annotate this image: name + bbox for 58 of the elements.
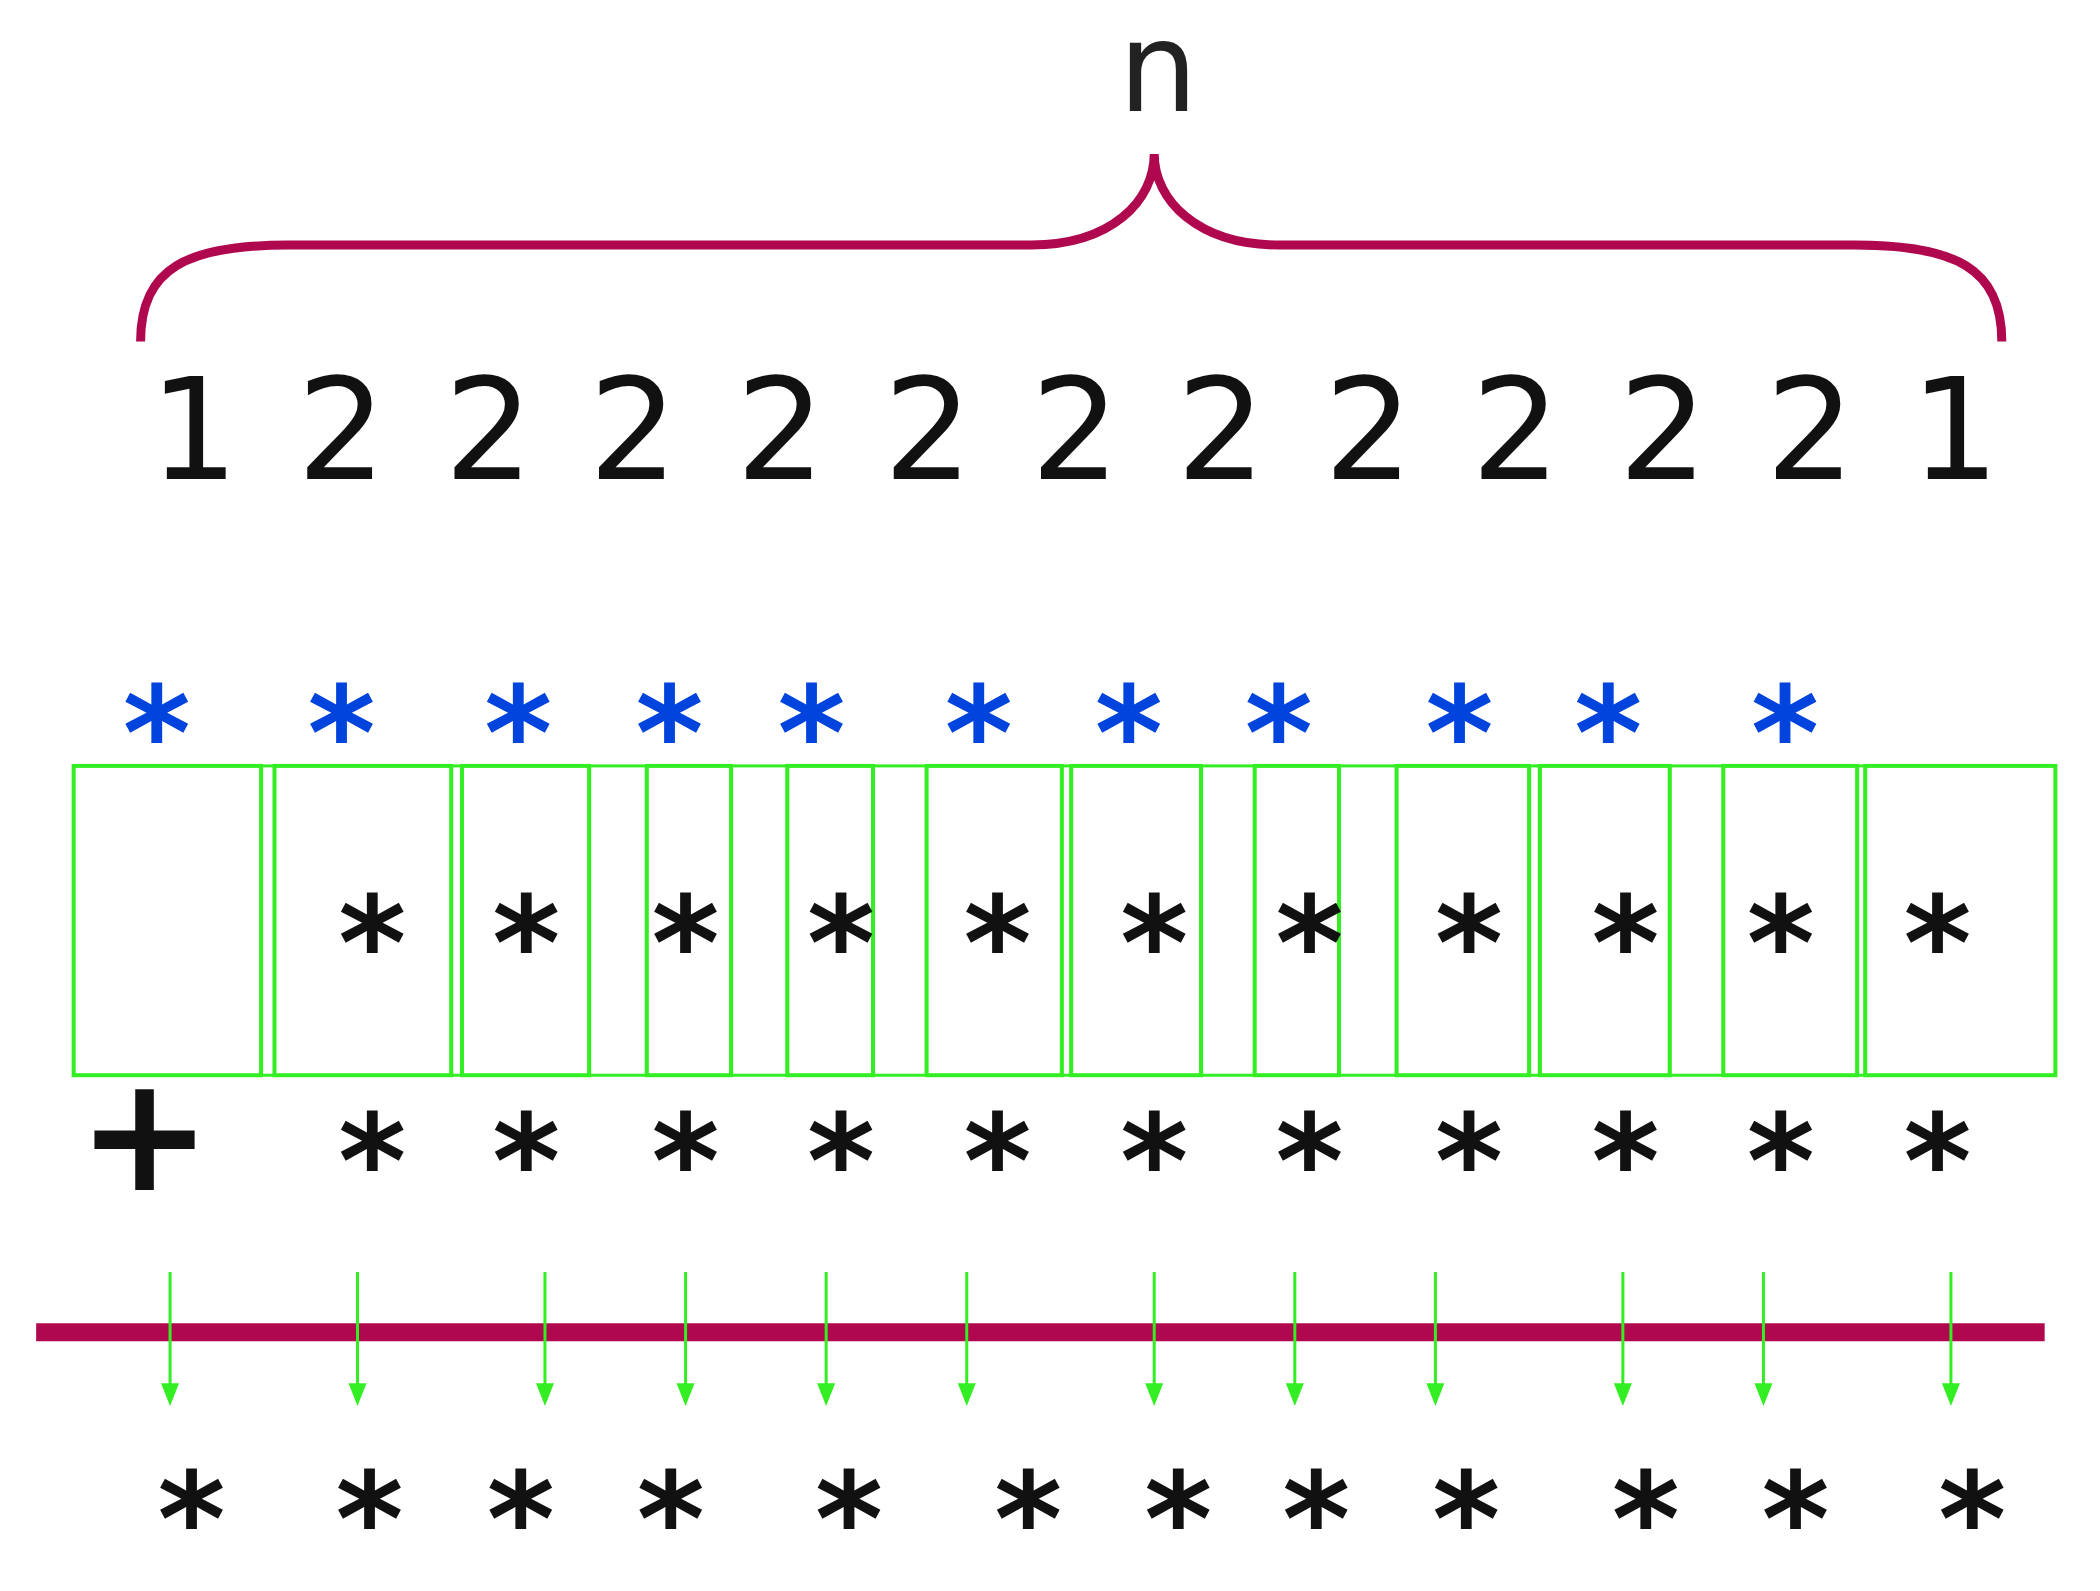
asterisk: * (1903, 879, 1972, 1009)
plus-sign: + (77, 1055, 212, 1216)
digit-label: 2 (588, 361, 678, 502)
digit-label: 2 (1765, 361, 1855, 502)
asterisk: * (1574, 668, 1643, 799)
digit-label: 1 (149, 361, 239, 502)
asterisk: * (1434, 1097, 1503, 1228)
asterisk: * (338, 879, 407, 1009)
asterisk: * (492, 1097, 561, 1228)
asterisk: * (157, 1454, 226, 1585)
variable-label: n (1118, 4, 1198, 130)
asterisk: * (492, 879, 561, 1009)
asterisk: * (1432, 1454, 1501, 1585)
asterisk: * (1938, 1454, 2007, 1585)
digit-label: 2 (883, 361, 973, 502)
digit-label: 2 (296, 361, 386, 502)
asterisk: * (814, 1454, 883, 1585)
asterisk: * (777, 668, 846, 799)
asterisk: * (1591, 879, 1660, 1009)
asterisk: * (1746, 1097, 1815, 1228)
digit-label: 1 (1910, 361, 2000, 502)
asterisk: * (635, 668, 704, 799)
asterisk: * (484, 668, 553, 799)
asterisk: * (1425, 668, 1494, 799)
asterisk: * (335, 1454, 404, 1585)
asterisk: * (994, 1454, 1063, 1585)
asterisk: * (963, 879, 1032, 1009)
asterisk: * (1750, 668, 1819, 799)
asterisk: * (1094, 668, 1163, 799)
asterisk: * (651, 1097, 720, 1228)
asterisk: * (1611, 1454, 1680, 1585)
asterisk: * (1903, 1097, 1972, 1228)
digit-label: 2 (1618, 361, 1708, 502)
asterisk: * (1591, 1097, 1660, 1228)
asterisk: * (944, 668, 1013, 799)
digit-label: 2 (1030, 361, 1120, 502)
asterisk: * (1761, 1454, 1830, 1585)
asterisk: * (122, 668, 191, 799)
asterisk: * (1144, 1454, 1213, 1585)
asterisk: * (1120, 879, 1189, 1009)
asterisk: * (1434, 879, 1503, 1009)
asterisk: * (1275, 1097, 1344, 1228)
asterisk: * (486, 1454, 555, 1585)
asterisk: * (1746, 879, 1815, 1009)
asterisk: * (963, 1097, 1032, 1228)
digit-label: 2 (736, 361, 826, 502)
asterisk: * (307, 668, 376, 799)
digit-label: 2 (444, 361, 534, 502)
digit-label: 2 (1471, 361, 1561, 502)
asterisk: * (338, 1097, 407, 1228)
digit-label: 2 (1323, 361, 1413, 502)
asterisk: * (1120, 1097, 1189, 1228)
digit-label: 2 (1176, 361, 1266, 502)
asterisk: * (806, 1097, 875, 1228)
asterisk: * (651, 879, 720, 1009)
asterisk: * (636, 1454, 705, 1585)
asterisk: * (1282, 1454, 1351, 1585)
asterisk: * (1244, 668, 1313, 799)
